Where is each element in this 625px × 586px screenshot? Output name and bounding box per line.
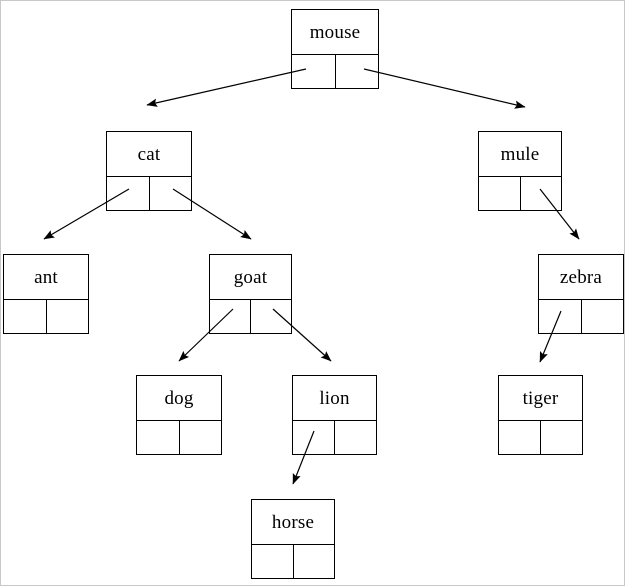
tree-node-mouse[interactable]: mouse [291,9,379,89]
tree-node-tiger[interactable]: tiger [498,375,583,455]
tree-node-pointers [499,421,582,454]
tree-edge-mouse-to-mule [363,68,526,109]
left-pointer-cell[interactable] [479,177,521,210]
right-pointer-cell[interactable] [180,421,222,454]
left-pointer-cell[interactable] [4,300,47,333]
tree-node-cat[interactable]: cat [106,131,192,211]
tree-node-pointers [4,300,88,333]
tree-node-label: mouse [292,10,378,55]
left-pointer-cell[interactable] [137,421,180,454]
tree-node-horse[interactable]: horse [251,499,335,579]
right-pointer-cell[interactable] [335,421,376,454]
tree-node-label: lion [293,376,376,421]
left-pointer-cell[interactable] [252,545,294,578]
tree-node-label: mule [479,132,561,177]
tree-node-label: dog [137,376,221,421]
tree-edge-mouse-to-cat [146,68,307,107]
left-pointer-cell[interactable] [539,300,582,333]
left-pointer-cell[interactable] [107,177,150,210]
right-pointer-cell[interactable] [47,300,89,333]
tree-node-pointers [137,421,221,454]
tree-node-pointers [479,177,561,210]
left-pointer-cell[interactable] [499,421,541,454]
right-pointer-cell[interactable] [150,177,192,210]
left-pointer-cell[interactable] [292,55,336,88]
tree-node-label: cat [107,132,191,177]
right-pointer-cell[interactable] [521,177,562,210]
tree-node-dog[interactable]: dog [136,375,222,455]
tree-node-ant[interactable]: ant [3,254,89,334]
left-pointer-cell[interactable] [293,421,335,454]
right-pointer-cell[interactable] [251,300,291,333]
tree-node-label: ant [4,255,88,300]
tree-node-pointers [293,421,376,454]
tree-node-label: tiger [499,376,582,421]
right-pointer-cell[interactable] [541,421,582,454]
tree-node-pointers [292,55,378,88]
left-pointer-cell[interactable] [210,300,251,333]
tree-node-pointers [539,300,623,333]
right-pointer-cell[interactable] [336,55,379,88]
right-pointer-cell[interactable] [294,545,335,578]
tree-node-lion[interactable]: lion [292,375,377,455]
right-pointer-cell[interactable] [582,300,624,333]
tree-node-mule[interactable]: mule [478,131,562,211]
tree-node-zebra[interactable]: zebra [538,254,624,334]
tree-node-pointers [107,177,191,210]
tree-node-label: horse [252,500,334,545]
tree-node-pointers [252,545,334,578]
tree-node-pointers [210,300,291,333]
tree-node-label: goat [210,255,291,300]
tree-node-label: zebra [539,255,623,300]
tree-node-goat[interactable]: goat [209,254,292,334]
